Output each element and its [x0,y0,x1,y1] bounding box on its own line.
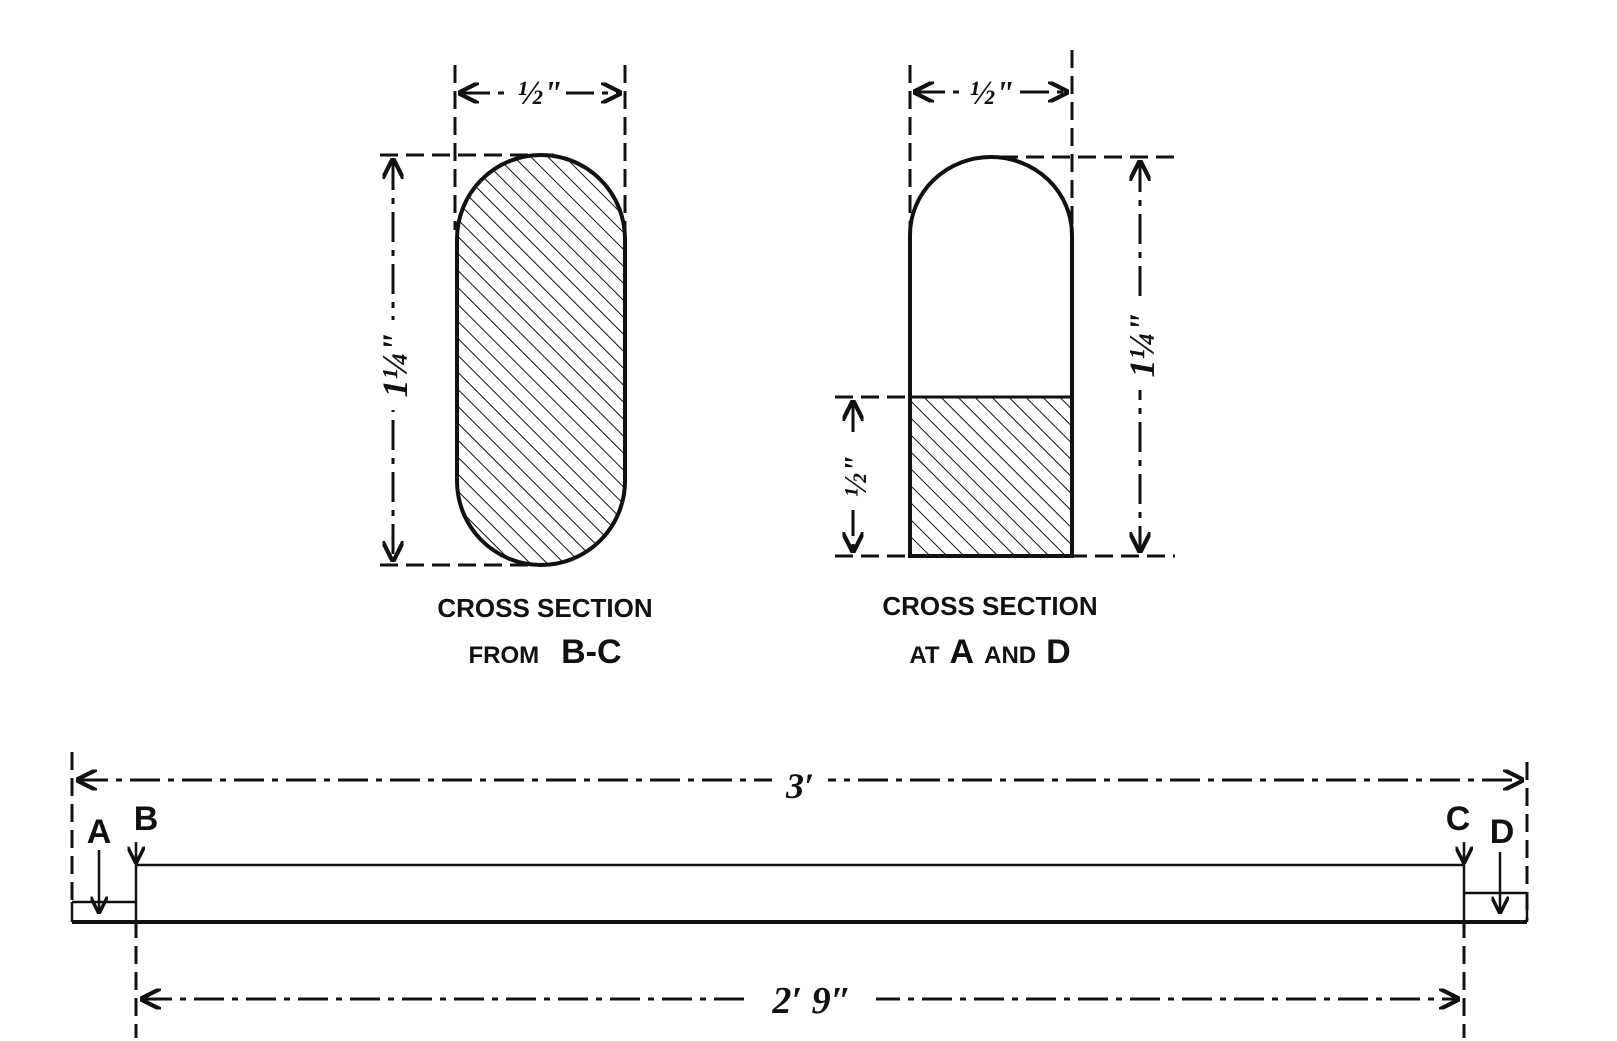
overall-length-label: 3′ [785,766,814,806]
point-c-label: C [1446,800,1471,838]
hatched-oval-section [455,153,627,567]
hatched-lower-section [908,395,1074,558]
point-b-label: B [134,800,159,838]
inner-length-label: 2′ 9″ [771,980,851,1022]
section-a-d-title: CROSS SECTION [882,591,1097,621]
height-dimension-label: 1¼" [1122,313,1162,378]
half-round-outline [908,155,1074,558]
height-dimension-label: 1¼" [375,333,415,398]
width-dimension-label: ½" [518,75,562,112]
point-d-label: D [1490,813,1515,851]
width-dimension-label: ½" [970,75,1014,112]
side-elevation: 3′ 2′ 9″ A B C D [70,752,1529,1038]
hatched-height-label: ½" [837,455,873,497]
section-b-c-title: CROSS SECTION [437,593,652,623]
point-a-label: A [87,813,112,851]
